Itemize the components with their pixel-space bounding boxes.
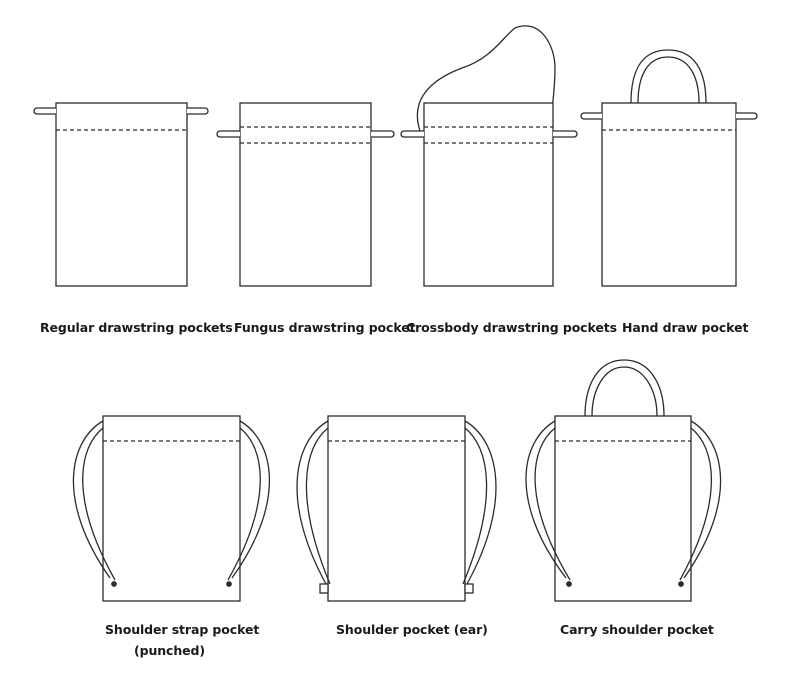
caption-shoulder-ear: Shoulder pocket (ear) <box>336 622 488 637</box>
hand-draw-bag-drawing <box>580 49 758 287</box>
caption-regular: Regular drawstring pockets <box>40 320 233 335</box>
caption-fungus: Fungus drawstring pocket <box>234 320 416 335</box>
shoulder-strap-bag-drawing <box>72 415 271 602</box>
caption-carry-shoulder: Carry shoulder pocket <box>560 622 714 637</box>
caption-shoulder-strap-sub: (punched) <box>134 643 206 658</box>
caption-hand-draw: Hand draw pocket <box>622 320 749 335</box>
caption-crossbody: Crossbody drawstring pockets <box>406 320 617 335</box>
fungus-drawstring-bag-drawing <box>216 102 395 287</box>
caption-shoulder-strap: Shoulder strap pocket <box>105 622 260 637</box>
crossbody-drawstring-bag-drawing <box>400 25 578 287</box>
shoulder-ear-bag-drawing <box>296 415 497 602</box>
carry-shoulder-bag-drawing <box>525 359 722 602</box>
regular-drawstring-bag-drawing <box>33 102 209 287</box>
